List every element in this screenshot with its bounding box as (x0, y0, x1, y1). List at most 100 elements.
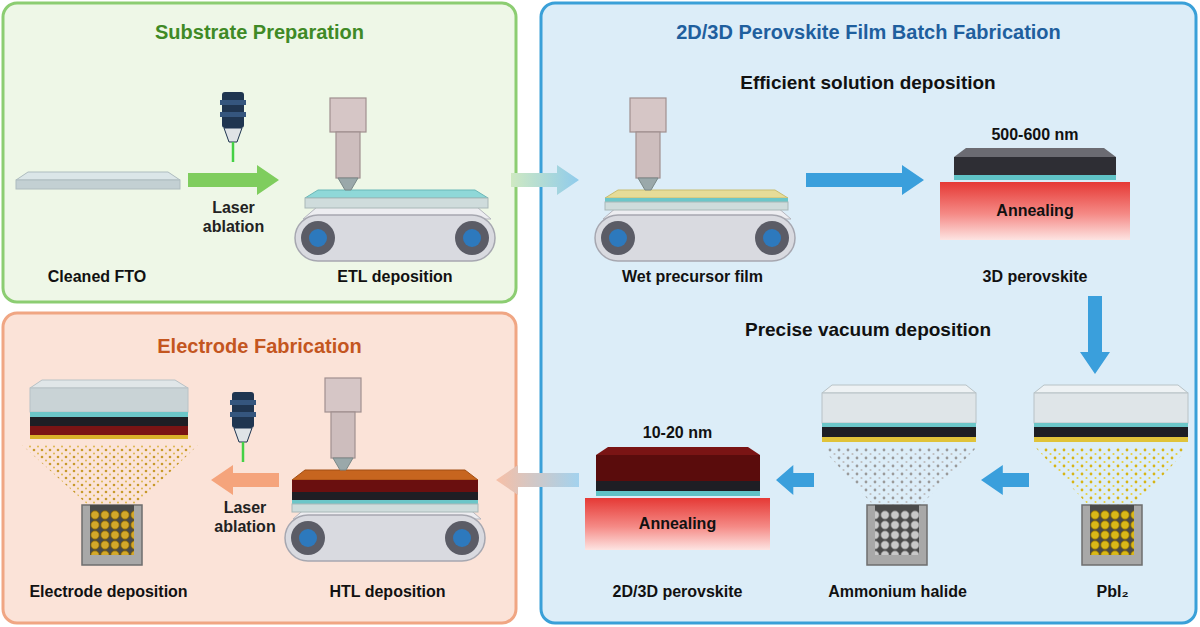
process-step: Ammonium halide (820, 380, 975, 605)
conveyor-coater (285, 378, 485, 561)
evaporation-source (90, 510, 134, 555)
step-label: 2D/3D perovskite (613, 582, 743, 601)
process-step: Electrode deposition (12, 370, 205, 605)
conveyor-coater (285, 507, 485, 561)
panel-title: 2D/3D Perovskite Film Batch Fabrication (676, 20, 1061, 44)
hot-plate (940, 148, 1130, 240)
fto-glass (16, 180, 180, 189)
conveyor-coater (292, 480, 478, 492)
hot-plate (954, 148, 1116, 157)
flow-arrow (776, 465, 814, 495)
laser-head (230, 392, 256, 442)
conveyor-coater (305, 198, 488, 208)
evaporation-source (30, 417, 188, 426)
hot-plate (596, 491, 760, 496)
step-label: Annealing (996, 201, 1073, 220)
evaporation-source (875, 505, 919, 555)
evaporation-source (822, 448, 976, 505)
laser-head (220, 92, 246, 142)
step-label: ETL deposition (337, 267, 452, 286)
evaporation-source (82, 505, 142, 565)
process-step: 10-20 nmAnnealing2D/3D perovskite (585, 415, 770, 605)
section-subheading: Precise vacuum deposition (745, 319, 991, 342)
evaporation-source (1034, 385, 1188, 393)
flow-arrow (1080, 296, 1110, 374)
conveyor-coater (595, 207, 795, 261)
conveyor-coater (605, 202, 788, 210)
evaporation-source (30, 380, 188, 388)
evaporation-source (1082, 505, 1142, 565)
step-label: 3D perovskite (983, 267, 1088, 286)
conveyor-coater (292, 492, 478, 500)
conveyor-coater (305, 190, 488, 198)
conveyor-coater (330, 98, 366, 190)
evaporation-source (1034, 427, 1188, 437)
step-label: HTL deposition (329, 582, 445, 601)
flow-arrow (211, 465, 279, 495)
process-step: Wet precursor film (585, 95, 800, 290)
hot-plate (596, 455, 760, 481)
step-label: Wet precursor film (622, 267, 763, 286)
fto-glass (16, 172, 180, 189)
laser-head (242, 442, 245, 462)
evaporation-source (1090, 505, 1134, 555)
evaporation-source (1090, 510, 1134, 555)
process-step: ETL deposition (285, 90, 505, 290)
evaporation-source (822, 393, 976, 423)
evaporation-source (822, 423, 976, 427)
arrow-label: Laser ablation (192, 198, 276, 236)
conveyor-coater (605, 198, 788, 202)
evaporation-source (22, 445, 198, 505)
evaporation-source (822, 385, 976, 565)
panel: Electrode FabricationHTL depositionElect… (3, 313, 516, 623)
panel: Substrate PreparationCleaned FTO ETL depo… (3, 3, 516, 302)
laser-head (220, 92, 246, 162)
arrow-label: Laser ablation (203, 498, 287, 536)
step-label: Cleaned FTO (48, 267, 146, 286)
conveyor-coater (295, 207, 495, 261)
evaporation-source (1034, 385, 1188, 565)
flow-arrow (496, 465, 579, 495)
flow-arrow (981, 465, 1029, 495)
evaporation-source (90, 505, 134, 555)
step-label: Electrode deposition (29, 582, 187, 601)
hot-plate (954, 157, 1116, 175)
conveyor-coater (292, 504, 478, 512)
conveyor-coater (630, 98, 666, 190)
evaporation-source (875, 510, 919, 555)
panel-title: Substrate Preparation (155, 20, 364, 44)
process-step: PbI₂ (1035, 380, 1190, 605)
evaporation-source (30, 412, 188, 417)
panel-ground (3, 313, 516, 623)
process-step: HTL deposition (285, 370, 490, 605)
step-label: Annealing (639, 514, 716, 533)
flow-arrow (806, 165, 924, 195)
evaporation-source (822, 427, 976, 437)
hot-plate (585, 498, 770, 550)
panel: 2D/3D Perovskite Film Batch FabricationW… (541, 3, 1196, 623)
evaporation-source (822, 385, 976, 393)
evaporation-source (30, 388, 188, 412)
conveyor-coater (295, 98, 495, 261)
process-step: Cleaned FTO (12, 150, 182, 290)
hot-plate (940, 182, 1130, 240)
hot-plate (585, 447, 770, 550)
panel-ground (3, 3, 1196, 623)
evaporation-source (1034, 423, 1188, 427)
flow-arrow (511, 165, 579, 195)
conveyor-coater (595, 98, 795, 261)
evaporation-source (1034, 437, 1188, 442)
fto-glass (16, 172, 180, 180)
hot-plate (954, 175, 1116, 180)
hot-plate (596, 447, 760, 455)
conveyor-coater (605, 190, 788, 198)
evaporation-source (22, 380, 198, 565)
step-label: 500-600 nm (991, 125, 1078, 144)
process-step: 500-600 nm Annealing 3D perovskite (930, 125, 1140, 290)
conveyor-coater (325, 378, 361, 470)
laser-head (230, 392, 256, 462)
evaporation-source (1036, 448, 1188, 505)
evaporation-source (30, 435, 188, 439)
